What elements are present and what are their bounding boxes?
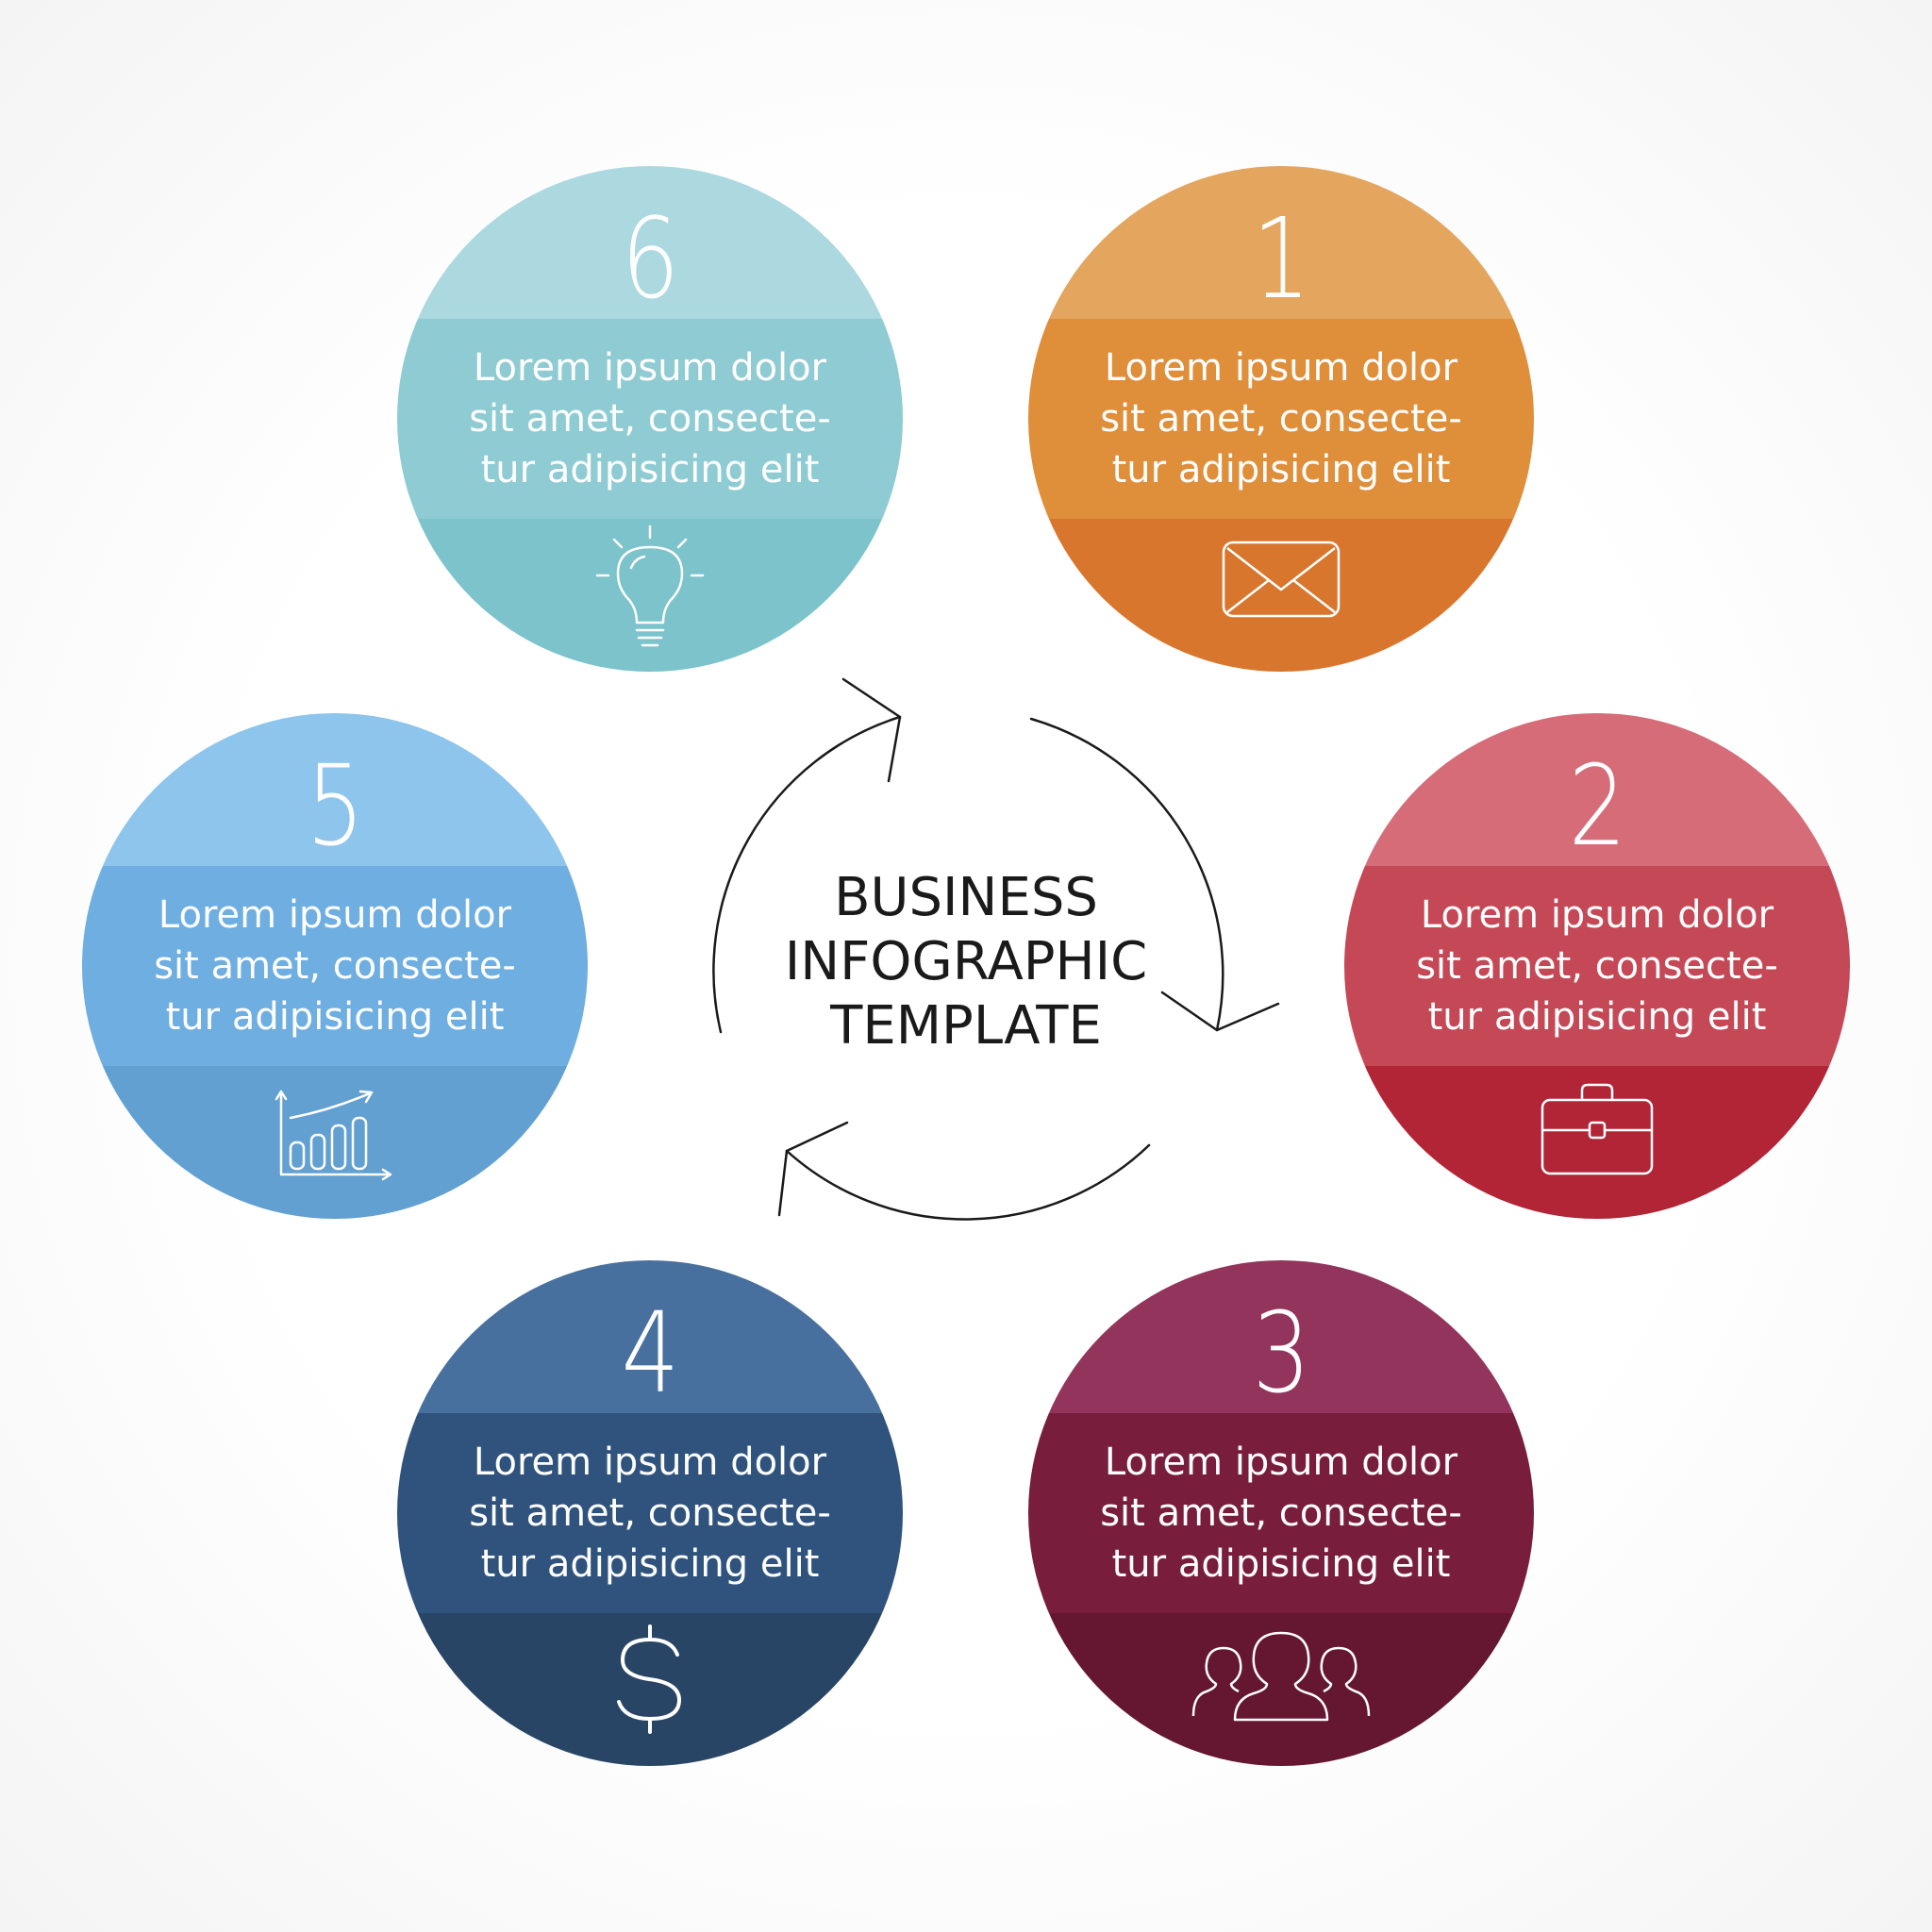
step-description-line: Lorem ipsum dolor	[473, 1441, 827, 1484]
step-text-band: Lorem ipsum dolor sit amet, consecte- tu…	[1028, 1413, 1534, 1613]
cycle-arc-right	[1029, 717, 1224, 1032]
step-1-circle: 1 Lorem ipsum dolor sit amet, consecte- …	[1028, 166, 1534, 672]
center-title: BUSINESS INFOGRAPHIC TEMPLATE	[734, 866, 1198, 1058]
step-description-line: Lorem ipsum dolor	[1420, 893, 1774, 937]
step-description-line: Lorem ipsum dolor	[158, 893, 512, 937]
step-description-line: tur adipisicing elit	[1111, 448, 1451, 491]
step-number: 3	[1253, 1288, 1311, 1418]
arrowhead-bottom-icon	[777, 1121, 849, 1217]
step-description-line: sit amet, consecte-	[1100, 1491, 1462, 1535]
step-3-circle: 3 Lorem ipsum dolor sit amet, consecte- …	[1028, 1260, 1534, 1766]
briefcase-icon	[1541, 1083, 1654, 1175]
step-description-line: sit amet, consecte-	[1100, 397, 1462, 441]
cycle-arc-bottom	[785, 1143, 1151, 1221]
step-description-line: sit amet, consecte-	[154, 944, 516, 988]
step-text-band: Lorem ipsum dolor sit amet, consecte- tu…	[397, 1413, 903, 1613]
step-text-band: Lorem ipsum dolor sit amet, consecte- tu…	[1028, 319, 1534, 519]
step-description: Lorem ipsum dolor sit amet, consecte- tu…	[1083, 1437, 1479, 1590]
step-description: Lorem ipsum dolor sit amet, consecte- tu…	[137, 890, 533, 1042]
step-description-line: sit amet, consecte-	[1416, 944, 1778, 988]
step-description-line: Lorem ipsum dolor	[473, 346, 827, 390]
bar-chart-icon	[275, 1090, 392, 1181]
step-description: Lorem ipsum dolor sit amet, consecte- tu…	[452, 1437, 848, 1590]
step-4-circle: 4 Lorem ipsum dolor sit amet, consecte- …	[397, 1260, 903, 1766]
step-description-line: Lorem ipsum dolor	[1104, 346, 1458, 390]
step-number: 2	[1569, 741, 1627, 871]
step-description: Lorem ipsum dolor sit amet, consecte- tu…	[1083, 342, 1479, 495]
step-description-line: tur adipisicing elit	[165, 995, 505, 1039]
step-description: Lorem ipsum dolor sit amet, consecte- tu…	[452, 342, 848, 495]
center-title-line: BUSINESS	[834, 867, 1098, 928]
step-6-circle: 6 Lorem ipsum dolor sit amet, consecte- …	[397, 166, 903, 672]
step-description-line: Lorem ipsum dolor	[1104, 1441, 1458, 1484]
step-number: 6	[622, 193, 680, 324]
envelope-icon	[1222, 541, 1341, 618]
people-icon	[1191, 1631, 1371, 1722]
center-title-line: TEMPLATE	[830, 995, 1102, 1057]
step-description: Lorem ipsum dolor sit amet, consecte- tu…	[1399, 890, 1795, 1042]
step-text-band: Lorem ipsum dolor sit amet, consecte- tu…	[82, 866, 588, 1066]
step-description-line: sit amet, consecte-	[469, 397, 831, 441]
step-description-line: tur adipisicing elit	[1111, 1542, 1451, 1586]
step-description-line: tur adipisicing elit	[480, 448, 820, 491]
step-text-band: Lorem ipsum dolor sit amet, consecte- tu…	[1344, 866, 1850, 1066]
cycle-arc-left	[712, 715, 902, 1034]
lightbulb-icon	[595, 525, 705, 647]
arrowhead-right-icon	[1160, 991, 1280, 1032]
step-2-circle: 2 Lorem ipsum dolor sit amet, consecte- …	[1344, 713, 1850, 1219]
step-text-band: Lorem ipsum dolor sit amet, consecte- tu…	[397, 319, 903, 519]
step-number: 5	[307, 741, 365, 871]
center-title-line: INFOGRAPHIC	[784, 931, 1148, 992]
step-description-line: tur adipisicing elit	[1427, 995, 1767, 1039]
arrowhead-left-icon	[841, 677, 902, 783]
step-number: 4	[622, 1288, 680, 1418]
step-description-line: tur adipisicing elit	[480, 1542, 820, 1586]
step-description-line: sit amet, consecte-	[469, 1491, 831, 1535]
step-5-circle: 5 Lorem ipsum dolor sit amet, consecte- …	[82, 713, 588, 1219]
step-number: 1	[1253, 193, 1311, 324]
dollar-icon	[617, 1624, 681, 1734]
